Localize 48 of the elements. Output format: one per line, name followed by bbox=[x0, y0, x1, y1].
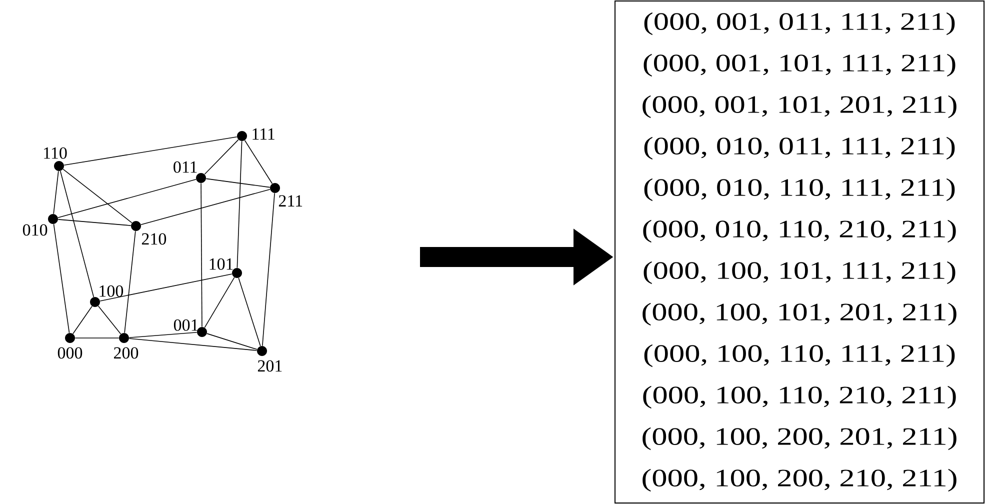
graph-vertex bbox=[232, 268, 242, 278]
graph-edge bbox=[64, 136, 238, 166]
graph-edge bbox=[204, 139, 239, 175]
graph-edge bbox=[62, 168, 132, 224]
vertex-label: 100 bbox=[100, 285, 124, 297]
graph-vertex bbox=[90, 297, 100, 307]
graph-vertex bbox=[197, 327, 207, 337]
graph-edge bbox=[200, 182, 202, 328]
vertex-label: 110 bbox=[44, 147, 67, 159]
graph-edge bbox=[140, 188, 270, 226]
graph-vertex bbox=[257, 346, 267, 356]
graph-vertex bbox=[65, 333, 75, 343]
graph-edge bbox=[60, 170, 94, 298]
vertex-label: 001 bbox=[174, 319, 198, 331]
vertex-label: 111 bbox=[252, 128, 274, 140]
graph-edge bbox=[244, 140, 273, 184]
graph-vertex bbox=[196, 173, 206, 183]
graph-edge bbox=[53, 224, 70, 334]
vertex-label: 211 bbox=[278, 195, 302, 206]
graph-vertex bbox=[119, 333, 129, 343]
graph-edge bbox=[100, 274, 232, 302]
vertex-label: 011 bbox=[174, 161, 197, 173]
graph-edge bbox=[206, 333, 258, 350]
graph-edge bbox=[124, 230, 136, 334]
graph-edge bbox=[206, 178, 270, 188]
graph-edge bbox=[53, 170, 59, 214]
graph-edge bbox=[238, 278, 261, 346]
graph-vertex bbox=[270, 183, 280, 193]
vertex-label: 101 bbox=[210, 258, 233, 270]
graph-vertex bbox=[48, 214, 58, 224]
graph-edge bbox=[72, 306, 92, 334]
graph-edge bbox=[262, 192, 275, 346]
graph-edge bbox=[236, 140, 242, 268]
vertex-label: 000 bbox=[58, 347, 82, 359]
path-list-box: (000, 001, 011, 111, 211) (000, 001, 101, 111, 211) (000, 001, 101, 201, 211) (000, 010, 011, 111, 211) (000, 010, 110, 111, 211) (000, 010, 110, 210, 211) (000, 100, 101, 111, 211) (000, 100, 101, 201, 211) (000, 100, 110, 111, 211) (000, 100, 110, 210, 211) (000, 100, 200, 201, 211) (000, 100, 200, 210, 211) bbox=[614, 0, 984, 504]
graph-edge bbox=[98, 306, 122, 334]
graph-edge bbox=[204, 277, 235, 328]
graph-edge bbox=[58, 219, 132, 226]
vertex-label: 210 bbox=[142, 233, 166, 245]
graph-vertex bbox=[131, 221, 141, 231]
graph-vertex bbox=[54, 161, 64, 171]
vertex-label: 010 bbox=[22, 224, 48, 236]
graph-edge bbox=[58, 178, 196, 218]
vertex-label: 201 bbox=[258, 360, 282, 372]
graph-edge bbox=[128, 338, 258, 351]
vertex-label: 200 bbox=[114, 347, 138, 359]
graph-edge bbox=[128, 332, 198, 338]
graph-vertex bbox=[237, 131, 247, 141]
